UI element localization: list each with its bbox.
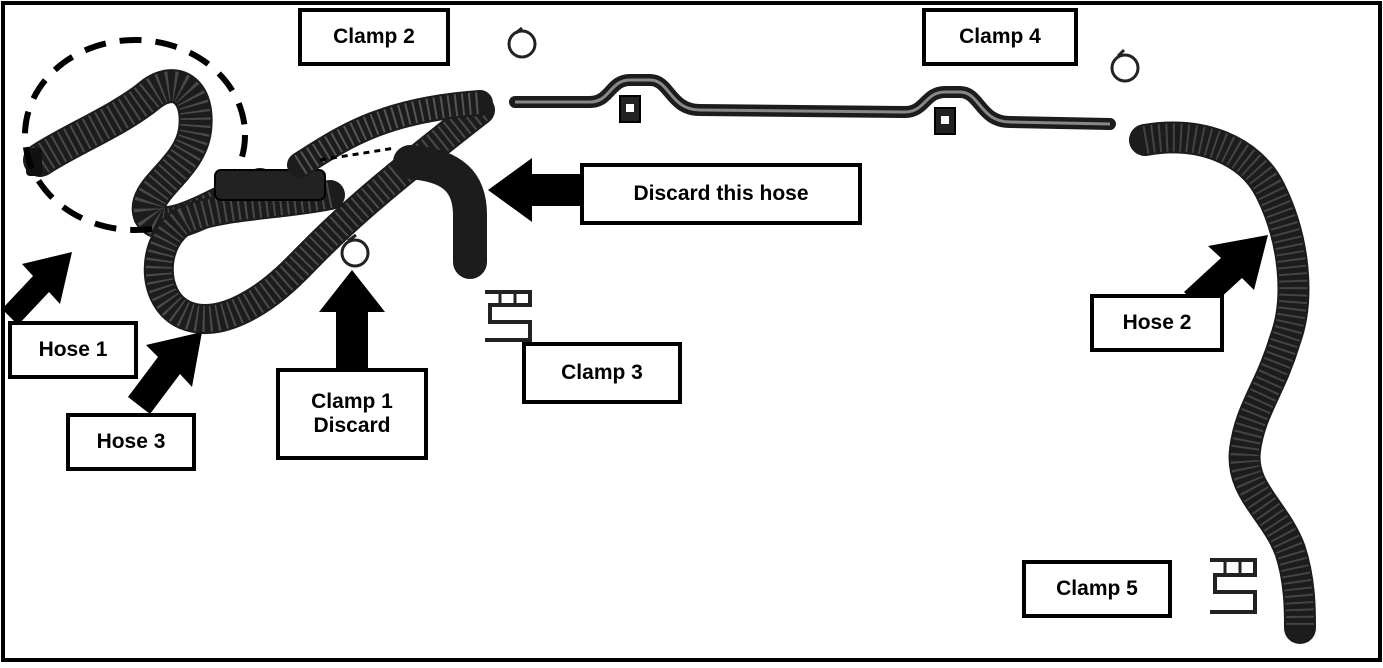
clamp-2-icon — [507, 26, 537, 59]
arrow-icon — [2, 252, 72, 325]
discarded-hose-icon — [393, 145, 487, 279]
arrow-icon — [1184, 235, 1268, 312]
label-hose-3: Hose 3 — [66, 413, 196, 471]
arrow-icon — [319, 270, 385, 370]
label-clamp-5: Clamp 5 — [1022, 560, 1172, 618]
clamp-1-icon — [340, 233, 370, 268]
hose-2-icon — [1129, 121, 1316, 644]
label-clamp-3: Clamp 3 — [522, 342, 682, 404]
label-clamp-1-discard: Clamp 1 Discard — [276, 368, 428, 460]
label-hose-2: Hose 2 — [1090, 294, 1224, 352]
arrow-icon — [488, 158, 580, 222]
arrow-icon — [128, 332, 202, 414]
clamp-5-icon — [1210, 558, 1257, 614]
label-discard-this-hose: Discard this hose — [580, 163, 862, 225]
dashed-circle-icon — [22, 37, 248, 233]
connector-line — [319, 146, 396, 162]
label-clamp-1-line2: Discard — [313, 414, 391, 437]
label-hose-1: Hose 1 — [8, 321, 138, 379]
tube-icon — [509, 74, 1116, 135]
clamp-4-icon — [1110, 48, 1140, 83]
label-clamp-1-line1: Clamp 1 — [311, 390, 393, 413]
label-clamp-2: Clamp 2 — [298, 8, 450, 66]
label-clamp-4: Clamp 4 — [922, 8, 1078, 66]
clamp-3-icon — [485, 290, 532, 342]
